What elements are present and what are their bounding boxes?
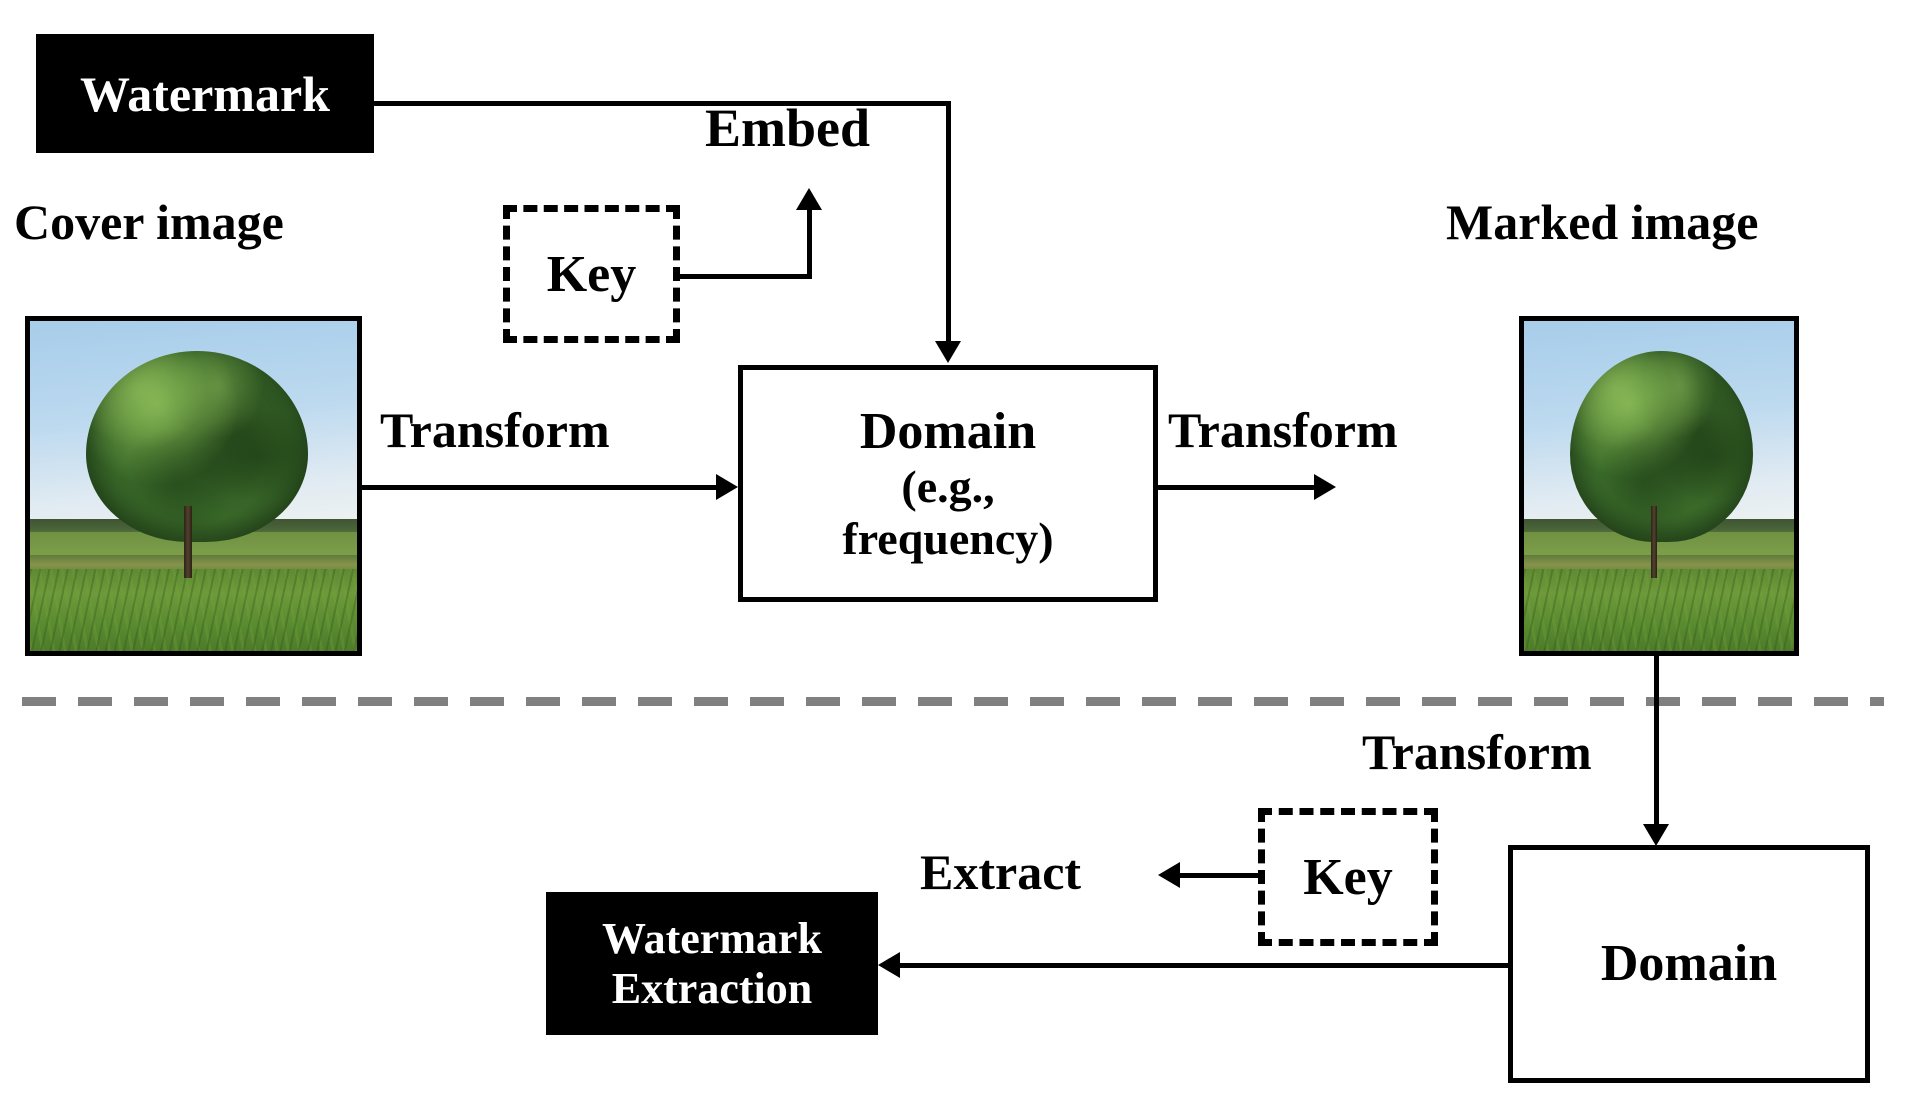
marked-image-photo[interactable] — [1519, 316, 1799, 656]
extract-domain-box[interactable]: Domain — [1508, 845, 1870, 1083]
embed-domain-line3: frequency) — [842, 512, 1054, 564]
transform-label-embed-in: Transform — [380, 402, 610, 458]
marked-to-extract-domain-arrowhead — [1643, 824, 1669, 846]
embed-key-box[interactable]: Key — [503, 205, 680, 343]
transform-label-extract: Transform — [1362, 724, 1592, 780]
domain-to-marked-line — [1158, 485, 1314, 490]
marked-to-extract-domain-line — [1654, 652, 1659, 824]
watermark-to-domain-horizontal-line — [374, 101, 951, 106]
embed-domain-box[interactable]: Domain (e.g., frequency) — [738, 365, 1158, 602]
marked-image-caption: Marked image — [1446, 194, 1759, 250]
cover-to-domain-line — [362, 485, 716, 490]
extract-key-box[interactable]: Key — [1258, 808, 1438, 946]
cover-image-caption: Cover image — [14, 194, 284, 250]
cover-image-photo[interactable] — [25, 316, 362, 656]
extract-label: Extract — [920, 844, 1082, 900]
tree-photo-icon — [1524, 321, 1794, 651]
embed-domain-line2: (e.g., — [901, 461, 995, 513]
domain-to-watermark-extraction-arrowhead — [878, 952, 900, 978]
key-to-embed-vertical-line — [807, 209, 812, 275]
embed-domain-line1: Domain — [859, 402, 1037, 460]
transform-label-embed-out: Transform — [1168, 402, 1398, 458]
key-to-embed-arrowhead — [796, 188, 822, 210]
tree-photo-icon — [30, 321, 357, 651]
watermark-to-domain-vertical-line — [946, 101, 951, 341]
key-to-embed-horizontal-line — [680, 274, 812, 279]
key-to-extract-line — [1180, 873, 1260, 878]
domain-to-marked-arrowhead — [1314, 474, 1336, 500]
watermark-to-domain-arrowhead — [935, 341, 961, 363]
watermark-extraction-box[interactable]: Watermark Extraction — [546, 892, 878, 1035]
stage-divider — [22, 697, 1884, 706]
watermark-extraction-line1: Watermark — [602, 914, 822, 964]
cover-to-domain-arrowhead — [716, 474, 738, 500]
domain-to-watermark-extraction-line — [900, 963, 1512, 968]
embed-label: Embed — [705, 98, 871, 158]
watermark-source-box[interactable]: Watermark — [36, 34, 374, 153]
key-to-extract-arrowhead — [1158, 862, 1180, 888]
watermark-extraction-line2: Extraction — [611, 963, 813, 1013]
